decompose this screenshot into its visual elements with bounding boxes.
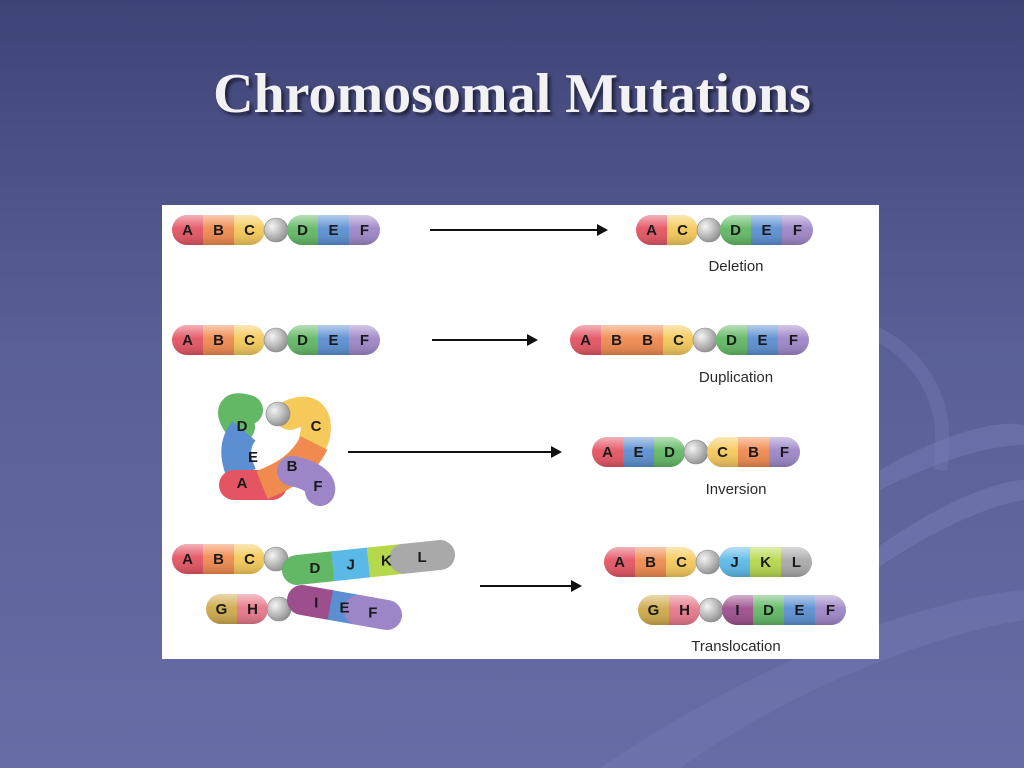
segment-label: H [679,602,690,619]
segment-label: F [368,605,377,622]
centromere [695,549,721,575]
centromere [263,217,289,243]
segment-label: F [780,444,789,461]
segment-label: D [726,332,737,349]
segment-label: K [760,554,771,571]
segment-label: C [717,444,728,461]
segment-label: L [418,549,427,566]
segment-label: C [311,418,322,435]
segment-label: E [248,449,258,466]
segment-label: F [360,222,369,239]
segment-label: F [793,222,802,239]
segment-label: F [313,478,322,495]
segment-label: C [244,332,255,349]
segment-label: A [580,332,591,349]
segment-label: A [182,222,193,239]
segment-label: E [328,222,338,239]
segment-label: B [213,222,224,239]
translocation-top-chromosome: A B C [172,544,289,574]
segment-label: C [676,554,687,571]
segment-label: H [247,601,258,618]
segment-label: B [748,444,759,461]
deletion-before-chromosome: A B C D E F [172,215,380,245]
segment-label: B [287,458,298,475]
duplication-before-chromosome: A B C D E F [172,325,380,355]
segment-label: B [611,332,622,349]
segment-label: E [794,602,804,619]
segment-label: L [792,554,801,571]
segment-label: A [602,444,613,461]
translocation-arrow [480,580,582,592]
segment-j [331,547,371,582]
duplication-arrow [432,334,538,346]
segment-label: F [360,332,369,349]
segment-label: D [237,418,248,435]
segment-label: D [309,560,320,577]
segment-label: D [297,332,308,349]
centromere [263,327,289,353]
segment-label: D [664,444,675,461]
segment-label: B [645,554,656,571]
segment-label: A [182,332,193,349]
segment-label: A [646,222,657,239]
segment-label: C [244,222,255,239]
segment-label: B [213,551,224,568]
slide-title: Chromosomal Mutations [213,63,811,125]
segment-label: D [730,222,741,239]
segment-label: E [633,444,643,461]
segment-label: C [244,551,255,568]
segment-label: A [614,554,625,571]
segment-l [389,540,455,574]
segment-d [282,551,348,585]
centromere [696,217,722,243]
segment-label: E [339,600,349,617]
segment-label: E [761,222,771,239]
segment-label: J [346,556,354,573]
centromere [683,439,709,465]
segment-label: B [213,332,224,349]
segment-label: I [314,595,318,612]
inversion-arrow [348,446,562,458]
inversion-loop-chromosome: D C E B A F [218,393,336,506]
segment-label: B [642,332,653,349]
segment-label: G [648,602,660,619]
caption-duplication: Duplication [699,369,773,386]
deletion-arrow [430,224,608,236]
segment-label: A [237,475,248,492]
segment-label: G [216,601,228,618]
segment-label: A [182,551,193,568]
caption-translocation: Translocation [691,638,781,655]
segment-label: D [297,222,308,239]
segment-label: F [826,602,835,619]
segment-label: E [757,332,767,349]
segment-label: I [735,602,739,619]
segment-label: C [673,332,684,349]
segment-label: D [763,602,774,619]
segment-f [343,595,402,630]
segment-label: C [677,222,688,239]
segment-label: F [789,332,798,349]
segment-label: K [381,553,392,570]
segment-label: E [328,332,338,349]
caption-deletion: Deletion [708,258,763,275]
centromere [698,597,724,623]
centromere [692,327,718,353]
centromere [265,401,291,427]
caption-inversion: Inversion [706,481,767,498]
segment-i [287,585,346,620]
segment-label: J [730,554,738,571]
